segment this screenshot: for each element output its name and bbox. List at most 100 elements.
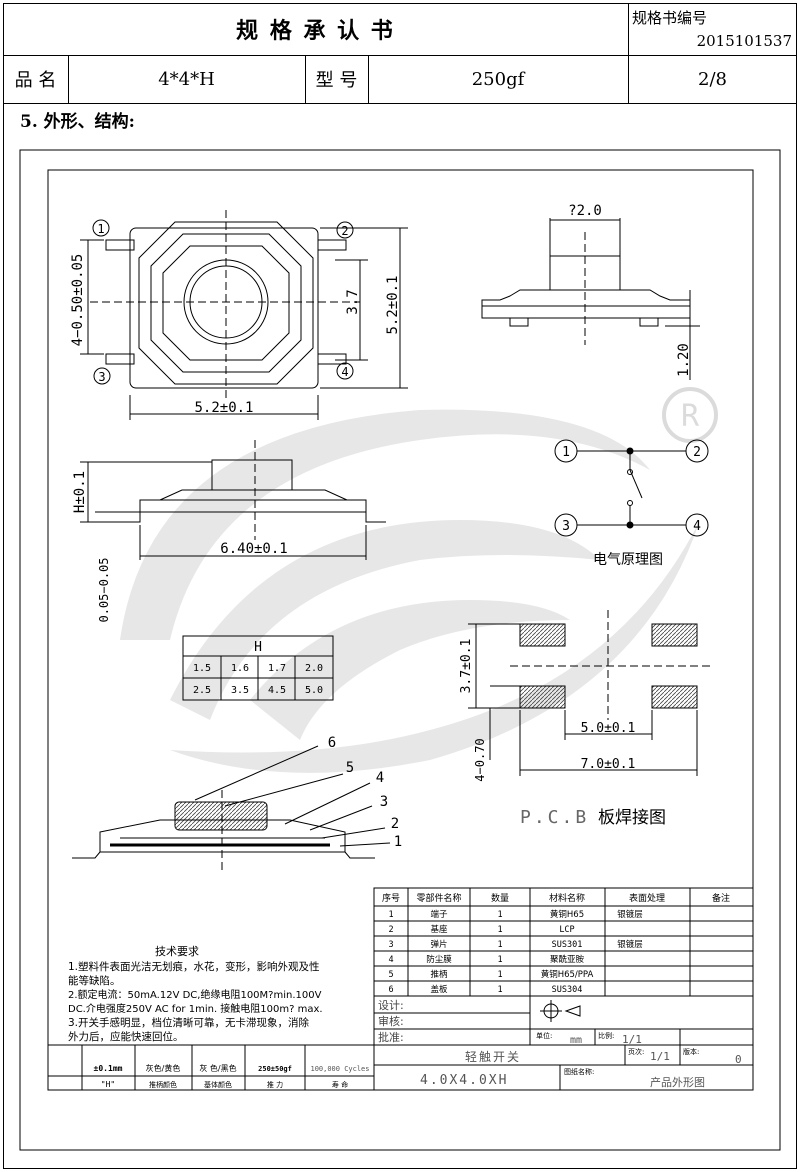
bom-cell: 3: [388, 940, 393, 950]
dim-top-height: 5.2±0.1: [385, 275, 401, 334]
product-name-label: 品 名: [14, 70, 57, 91]
spec-label: 推 力: [267, 1080, 283, 1089]
bom-cell: 基座: [430, 924, 448, 935]
tb-model: 4.0X4.0XH: [420, 1073, 508, 1088]
h-table-header: H: [254, 640, 262, 655]
circuit-caption: 电气原理图: [593, 552, 663, 568]
tb-review: 审核:: [378, 1014, 404, 1028]
bom-header: 序号: [382, 892, 400, 904]
h-table-cell: 1.6: [231, 663, 249, 674]
dim-pcb-outer: 7.0±0.1: [581, 757, 636, 772]
bom-header: 零部件名称: [416, 892, 461, 904]
dim-gap: 0.05−0.05: [97, 557, 111, 622]
spec-number-label: 规格书编号: [632, 8, 708, 27]
pcb-caption-latin: P.C.B: [520, 807, 589, 828]
bom-cell: SUS304: [552, 985, 583, 995]
bom-cell: LCP: [559, 925, 574, 935]
h-table-cell: 4.5: [268, 685, 286, 696]
bom-cell: 聚酰亚胺: [550, 954, 585, 965]
spec-number-value: 2015101537: [696, 32, 792, 50]
page-title: 规 格 承 认 书: [236, 19, 395, 44]
dim-length: 6.40±0.1: [220, 541, 287, 557]
bom-rows: 1 端子 1 黄铜H65 银镀层 2 基座 1 LCP 3 弹片 1 SUS30…: [388, 909, 642, 995]
bom-cell: 1: [497, 910, 502, 920]
bom-cell: 黄铜H65: [550, 909, 584, 920]
h-table-cell: 5.0: [305, 685, 323, 696]
bom-header: 表面处理: [629, 892, 665, 904]
tb-version-label: 版本:: [683, 1047, 699, 1056]
top-view: [80, 210, 408, 420]
header-col-divider: [68, 55, 69, 103]
h-table: [182, 635, 334, 701]
drawing-outer-border: [19, 149, 781, 1151]
bom-header: 备注: [712, 892, 730, 904]
header-divider: [3, 55, 797, 56]
side-view: [481, 218, 700, 380]
pin-label-3: 3: [98, 370, 105, 384]
bom-cell: 1: [388, 910, 393, 920]
tech-line: 外力后，应能快速回位。: [68, 1030, 184, 1043]
bom-header: 数量: [491, 892, 509, 904]
spec-value: 250±50gf: [258, 1065, 292, 1073]
spec-label: "H": [101, 1080, 115, 1089]
dim-top-width: 5.2±0.1: [194, 400, 253, 416]
bom-cell: 5: [388, 970, 393, 980]
tech-line: 能等缺陷。: [68, 974, 121, 987]
circuit-pin-1: 1: [562, 445, 570, 460]
spec-value: 灰 色/黑色: [199, 1063, 236, 1073]
tb-product: 轻触开关: [465, 1050, 521, 1064]
header-col-divider: [628, 3, 629, 103]
h-table-cell: 1.5: [193, 663, 211, 674]
h-table-cell: 1.7: [268, 663, 286, 674]
header-divider: [3, 103, 797, 104]
tb-drawing-label: 图纸名称:: [564, 1067, 594, 1076]
spec-value: ±0.1mm: [94, 1064, 123, 1073]
product-name-value: 4*4*H: [158, 68, 215, 90]
spec-label: 寿 命: [332, 1080, 348, 1089]
dim-h: H±0.1: [72, 471, 88, 513]
dim-pad-w: 4−0.70: [473, 738, 487, 781]
tech-line: 2.额定电流：50mA.12V DC,绝缘电阻100M?min.100V: [68, 988, 322, 1001]
bom-cell: 银镀层: [617, 939, 643, 950]
bom-cell: 2: [388, 925, 393, 935]
bom-cell: 端子: [430, 909, 448, 920]
spec-label: 推柄颜色: [149, 1080, 177, 1089]
tech-line: 3.开关手感明显，档位清晰可靠，无卡滞现象，消除: [68, 1016, 310, 1029]
callout-6: 6: [328, 735, 336, 751]
tb-unit: mm: [570, 1035, 582, 1046]
dim-base: 1.20: [676, 343, 692, 377]
bom-cell: SUS301: [552, 940, 583, 950]
svg-text:R: R: [681, 399, 700, 434]
tb-unit-label: 单位:: [536, 1031, 552, 1040]
header-col-divider: [305, 55, 306, 103]
pin-label-4: 4: [341, 365, 348, 379]
tb-version: 0: [735, 1053, 742, 1066]
circuit-pin-4: 4: [693, 519, 701, 534]
bom-cell: 1: [497, 940, 502, 950]
dim-pcb-inner: 5.0±0.1: [581, 721, 636, 736]
h-table-cell: 3.5: [231, 685, 249, 696]
tb-pages: 1/1: [650, 1050, 670, 1063]
spec-value: 100,000 Cycles: [310, 1065, 369, 1073]
dim-stem: ?2.0: [568, 203, 602, 219]
tb-drawing-name: 产品外形图: [650, 1075, 705, 1089]
tech-title: 技术要求: [155, 945, 199, 958]
h-table-cell: 2.5: [193, 685, 211, 696]
model-value: 250gf: [471, 68, 525, 90]
circuit-pin-3: 3: [562, 519, 570, 534]
page-number: 2/8: [698, 68, 727, 90]
pin-label-2: 2: [341, 224, 348, 238]
bom-cell: 弹片: [430, 939, 447, 950]
bom-cell: 银镀层: [617, 909, 643, 920]
spec-value: 灰色/黄色: [146, 1063, 181, 1073]
bom-cell: 1: [497, 970, 502, 980]
pcb-caption-cn: 板焊接图: [598, 808, 666, 828]
tb-pages-label: 页次:: [628, 1047, 644, 1056]
callout-3: 3: [380, 794, 388, 810]
bom-cell: 盖板: [430, 984, 448, 995]
watermark-logo: R: [120, 387, 718, 773]
bom-cell: 1: [497, 925, 502, 935]
callout-5: 5: [346, 760, 354, 776]
tb-scale: 1/1: [622, 1033, 642, 1046]
